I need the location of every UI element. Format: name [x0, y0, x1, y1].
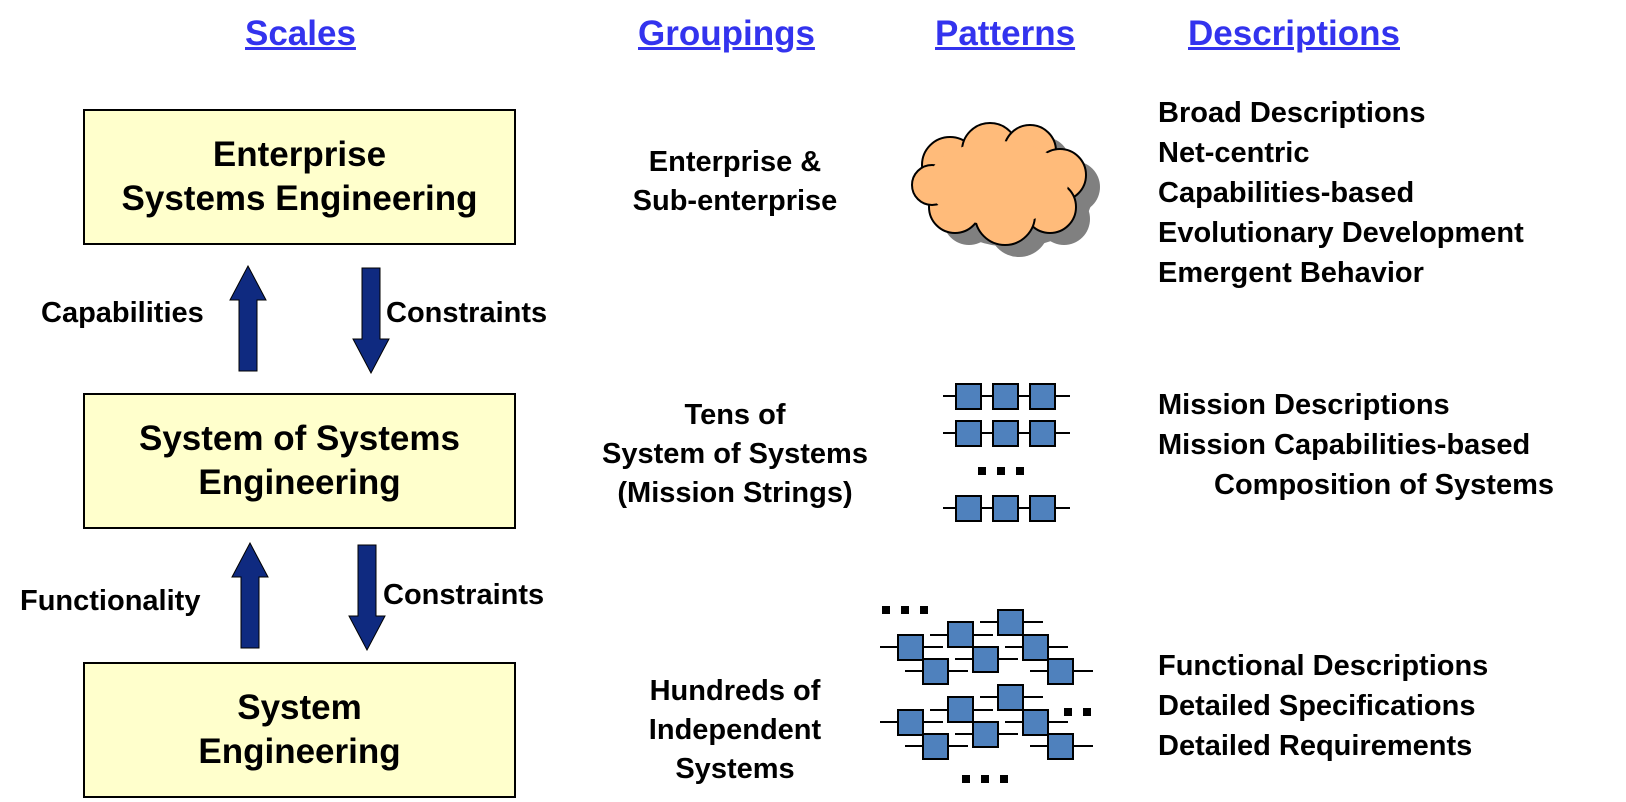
grouping-line: Systems — [675, 753, 795, 785]
header-scales: Scales — [245, 14, 356, 53]
scale-line: Engineering — [198, 732, 401, 771]
arrow-label-capabilities: Capabilities — [41, 297, 204, 329]
arrow-label-constraints: Constraints — [383, 579, 545, 611]
grouping-systems: Hundreds of Independent Systems — [585, 672, 885, 789]
mission-strings-icon — [943, 383, 1070, 522]
scale-line: Enterprise — [212, 135, 387, 174]
description-line: Broad Descriptions — [1158, 97, 1426, 129]
description-enterprise: Broad Descriptions Net-centric Capabilit… — [1158, 93, 1524, 293]
grouping-enterprise: Enterprise & Sub-enterprise — [585, 143, 885, 221]
description-line: Detailed Requirements — [1158, 730, 1473, 762]
independent-systems-icon — [880, 606, 1093, 783]
grouping-sos: Tens of System of Systems (Mission Strin… — [585, 396, 885, 513]
description-line: Evolutionary Development — [1158, 217, 1524, 249]
header-patterns: Patterns — [935, 14, 1076, 53]
arrow-down-icon — [352, 267, 390, 374]
grouping-line: Enterprise & — [648, 146, 822, 178]
description-line: Functional Descriptions — [1158, 650, 1489, 682]
description-line: Mission Descriptions — [1158, 389, 1450, 421]
description-line: Capabilities-based — [1158, 177, 1415, 209]
description-line: Mission Capabilities-based — [1158, 429, 1531, 461]
grouping-line: System of Systems — [602, 438, 868, 470]
grouping-line: Tens of — [684, 399, 786, 431]
scale-line: Engineering — [198, 463, 401, 502]
arrow-up-icon — [231, 542, 269, 649]
description-systems: Functional Descriptions Detailed Specifi… — [1158, 646, 1488, 766]
grouping-line: Independent — [648, 714, 822, 746]
arrow-label-constraints: Constraints — [386, 297, 548, 329]
header-descriptions: Descriptions — [1188, 14, 1400, 53]
arrow-label-functionality: Functionality — [20, 585, 201, 617]
description-line: Net-centric — [1158, 137, 1310, 169]
description-sos: Mission Descriptions Mission Capabilitie… — [1158, 385, 1554, 505]
grouping-line: (Mission Strings) — [617, 477, 853, 509]
arrow-down-icon — [348, 544, 386, 651]
header-groupings: Groupings — [638, 14, 815, 53]
description-line: Composition of Systems — [1214, 469, 1554, 501]
scale-line: System — [237, 688, 362, 727]
scale-line: Systems Engineering — [121, 179, 478, 218]
cloud-icon — [911, 122, 1100, 257]
description-line: Detailed Specifications — [1158, 690, 1476, 722]
grouping-line: Hundreds of — [649, 675, 821, 707]
scale-line: System of Systems — [139, 419, 460, 458]
description-line: Emergent Behavior — [1158, 257, 1424, 289]
grouping-line: Sub-enterprise — [632, 185, 838, 217]
arrow-up-icon — [229, 265, 267, 372]
